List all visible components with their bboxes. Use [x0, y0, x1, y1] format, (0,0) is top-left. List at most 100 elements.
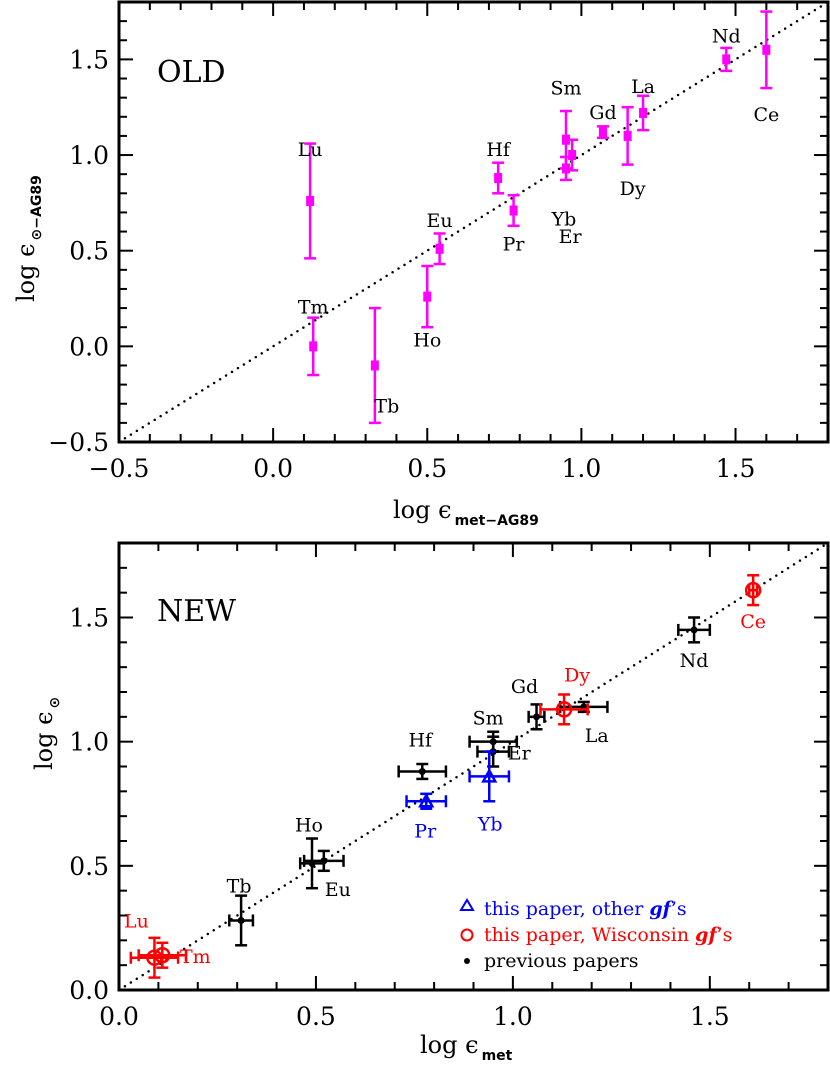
data-point-yb: Yb: [468, 750, 511, 835]
point-label: Tb: [227, 875, 252, 897]
svg-text:previous papers: previous papers: [484, 950, 639, 972]
point-label: Eu: [427, 210, 453, 232]
y-tick-label: −0.5: [48, 428, 109, 457]
y-tick-label: 1.0: [69, 728, 109, 757]
point-label: Ho: [295, 814, 323, 836]
y-tick-label: 0.0: [69, 976, 109, 1005]
point-label: Ho: [413, 330, 441, 352]
circle-icon: [460, 928, 474, 942]
top-axes-frame: [117, 0, 830, 444]
legend-item-other-gf: this paper, other gf’s: [459, 898, 687, 920]
data-point-sm: Sm: [550, 78, 582, 170]
data-point-ho: Ho: [413, 264, 441, 352]
x-tick-label: 0.0: [99, 1002, 139, 1031]
svg-text:this paper, Wisconsin gf’s: this paper, Wisconsin gf’s: [484, 924, 732, 946]
y-tick-label: 1.0: [69, 141, 109, 170]
point-label: Tm: [180, 946, 211, 968]
x-tick-label: 1.5: [716, 454, 756, 483]
top-panel-tag: OLD: [157, 55, 226, 90]
y-tick-label: 1.5: [69, 604, 109, 633]
point-label: La: [631, 76, 655, 98]
x-tick-label: 1.5: [690, 1002, 730, 1031]
svg-text:this paper, other gf’s: this paper, other gf’s: [484, 898, 687, 920]
data-point-eu: Eu: [302, 849, 351, 901]
point-label: Er: [508, 743, 532, 765]
point-label: La: [585, 725, 609, 747]
point-label: Lu: [124, 911, 149, 933]
data-point-tb: Tb: [227, 875, 255, 947]
data-point-gd: Gd: [589, 102, 617, 140]
data-point-hf: Hf: [486, 139, 512, 195]
legend-item-wisconsin-gf: this paper, Wisconsin gf’s: [460, 924, 732, 946]
data-point-pr: Pr: [405, 792, 448, 842]
bottom-panel-tag: NEW: [157, 594, 236, 629]
point-label: Hf: [408, 729, 434, 751]
y-tick-label: 0.0: [69, 332, 109, 361]
legend: this paper, other gf’s this paper, Wisco…: [459, 898, 732, 972]
point-label: Nd: [712, 25, 741, 47]
data-point-ce: Ce: [753, 10, 779, 126]
data-point-hf: Hf: [397, 729, 448, 781]
x-tick-label: 0.0: [253, 454, 293, 483]
data-point-er: Er: [559, 138, 583, 248]
data-point-lu: Lu: [298, 139, 323, 260]
point-label: Hf: [486, 139, 512, 161]
data-point-eu: Eu: [427, 210, 453, 266]
point-label: Dy: [620, 178, 646, 200]
point-label: Pr: [503, 234, 526, 256]
data-point-pr: Pr: [503, 193, 526, 256]
x-tick-label: 0.5: [407, 454, 447, 483]
data-point-la: La: [631, 76, 655, 132]
y-tick-label: 0.5: [69, 852, 109, 881]
x-tick-label: −0.5: [89, 454, 150, 483]
data-point-yb: Yb: [551, 155, 576, 230]
bottom-identity-line: [117, 541, 830, 992]
point-label: Ce: [753, 104, 779, 126]
data-point-nd: Nd: [677, 616, 712, 672]
top-identity-line: [117, 0, 830, 444]
x-tick-label: 1.0: [493, 1002, 533, 1031]
data-point-nd: Nd: [712, 25, 741, 73]
point-label: Ce: [740, 611, 766, 633]
point-label: Dy: [564, 664, 590, 686]
bottom-axes-frame: [117, 541, 830, 992]
top-axis-ticks: −0.5 0.0 0.5 1.0 1.5 −0.5 0.0 0.5 1.0 1.5: [48, 1, 829, 483]
data-point-lu: Lu: [124, 911, 180, 979]
point-label: Lu: [298, 139, 323, 161]
point-label: Gd: [511, 676, 538, 698]
top-y-axis-label: log ϵ⊙−AG89: [12, 175, 45, 302]
data-point-dy: Dy: [539, 664, 590, 726]
point-label: Er: [559, 226, 583, 248]
data-point-gd: Gd: [511, 676, 546, 731]
data-point-ce: Ce: [740, 574, 766, 633]
point-label: Gd: [589, 102, 616, 124]
triangle-icon: [459, 898, 475, 911]
y-tick-label: 1.5: [69, 45, 109, 74]
point-label: Sm: [473, 708, 504, 730]
data-point-tm: Tm: [137, 941, 211, 969]
bottom-axis-ticks: 0.0 0.5 1.0 1.5 0.0 0.5 1.0 1.5: [69, 542, 829, 1031]
data-point-tb: Tb: [368, 306, 399, 425]
point-label: Yb: [477, 813, 503, 835]
data-point-dy: Dy: [620, 105, 646, 200]
y-tick-label: 0.5: [69, 237, 109, 266]
point-label: Pr: [414, 820, 437, 842]
point-label: Eu: [325, 879, 351, 901]
point-label: Sm: [550, 78, 581, 100]
point-label: Tm: [298, 296, 329, 318]
data-point-ho: Ho: [295, 814, 326, 890]
data-point-er: Er: [476, 735, 532, 768]
point-label: Nd: [680, 650, 709, 672]
dot-icon: [464, 958, 470, 964]
x-tick-label: 1.0: [562, 454, 602, 483]
bottom-y-axis-label: log ϵ⊙: [30, 697, 63, 770]
point-label: Tb: [374, 395, 399, 417]
data-point-tm: Tm: [298, 296, 329, 377]
x-tick-label: 0.5: [296, 1002, 336, 1031]
